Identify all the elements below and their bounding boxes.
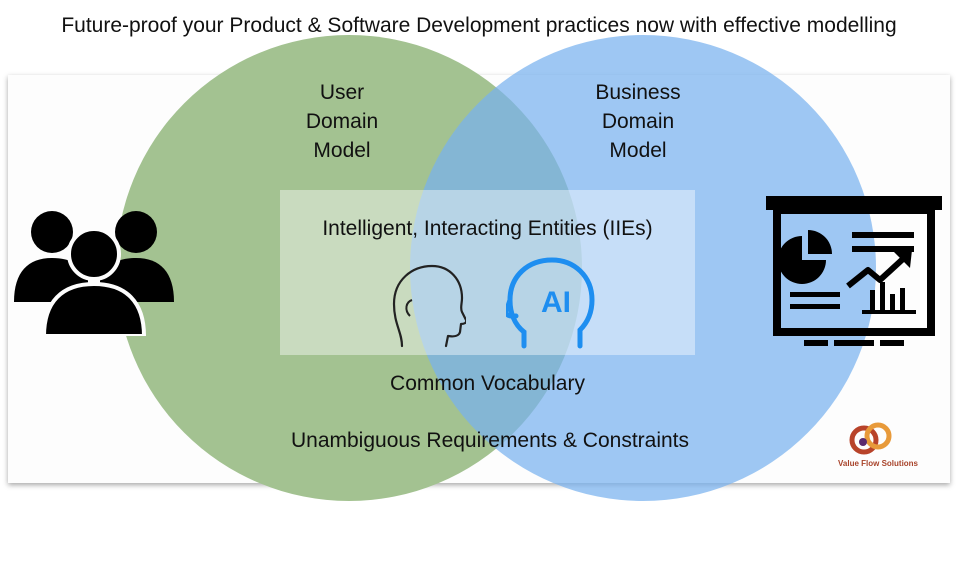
human-head-icon <box>392 264 466 348</box>
users-group-icon <box>14 211 174 336</box>
page-title: Future-proof your Product & Software Dev… <box>61 14 897 37</box>
presentation-board-icon <box>766 196 942 346</box>
requirements-label: Unambiguous Requirements & Constraints <box>290 429 690 452</box>
ai-badge-text: AI <box>541 286 571 319</box>
iie-title: Intelligent, Interacting Entities (IIEs) <box>322 217 653 240</box>
value-flow-logo-icon <box>849 422 892 455</box>
business-domain-label: Business Domain Model <box>595 81 681 162</box>
logo-text: Value Flow Solutions <box>838 459 919 468</box>
iie-box <box>280 190 695 355</box>
common-vocabulary-label: Common Vocabulary <box>390 372 585 395</box>
ai-head-icon: AI <box>506 257 595 349</box>
user-domain-label: User Domain Model <box>305 81 379 162</box>
